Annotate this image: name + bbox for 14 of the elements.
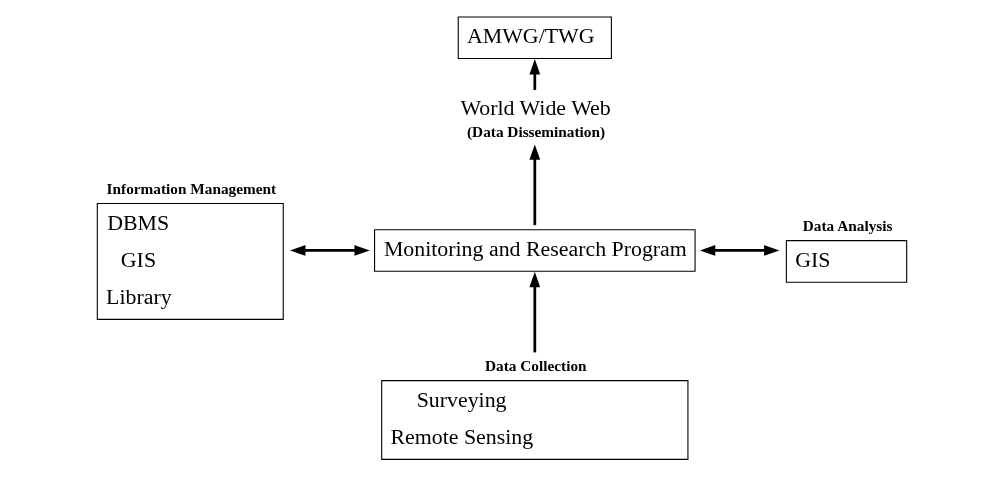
arrow	[699, 245, 779, 256]
arrow	[289, 245, 370, 256]
arrow	[528, 271, 540, 353]
node-box: Monitoring and Research Program	[373, 229, 696, 272]
node-label: Data Collection	[484, 357, 587, 375]
node-text: World Wide Web (Data Dissemination)	[459, 95, 611, 140]
node-label: Data Analysis	[802, 217, 892, 235]
node-box: GIS	[785, 240, 907, 283]
node-box: Surveying Remote Sensing	[380, 380, 688, 460]
node-box: AMWG/TWG	[457, 16, 612, 60]
node-label: Information Management	[106, 179, 276, 197]
arrow	[528, 144, 540, 226]
node-box: DBMS GIS Library	[96, 202, 284, 320]
arrow	[528, 59, 540, 90]
